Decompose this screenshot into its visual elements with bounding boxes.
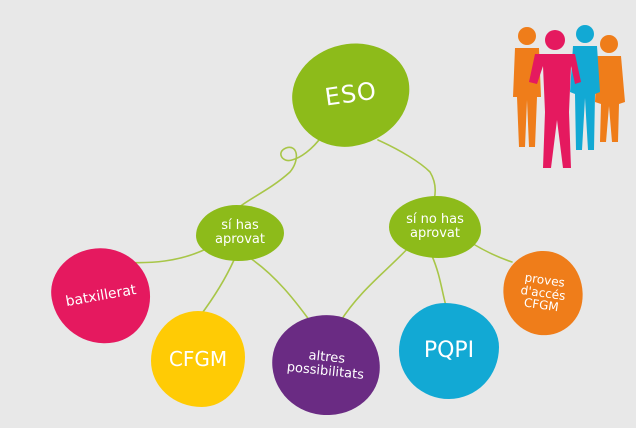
connector-si-no-has-altres bbox=[339, 243, 413, 323]
node-pqpi: PQPI bbox=[399, 303, 499, 399]
node-si-has-aprovat: sí has aprovat bbox=[196, 205, 284, 261]
connector-si-has-cfgm bbox=[199, 259, 235, 317]
connector-si-no-has-pqpi bbox=[431, 255, 447, 307]
students-illustration-icon bbox=[513, 25, 625, 168]
connector-eso-si-no-has bbox=[377, 139, 436, 201]
node-si-no-has-aprovat: sí no has aprovat bbox=[389, 196, 481, 258]
connector-eso-si-has bbox=[237, 135, 323, 209]
connector-si-no-has-proves bbox=[469, 241, 513, 263]
node-cfgm: CFGM bbox=[151, 311, 245, 407]
